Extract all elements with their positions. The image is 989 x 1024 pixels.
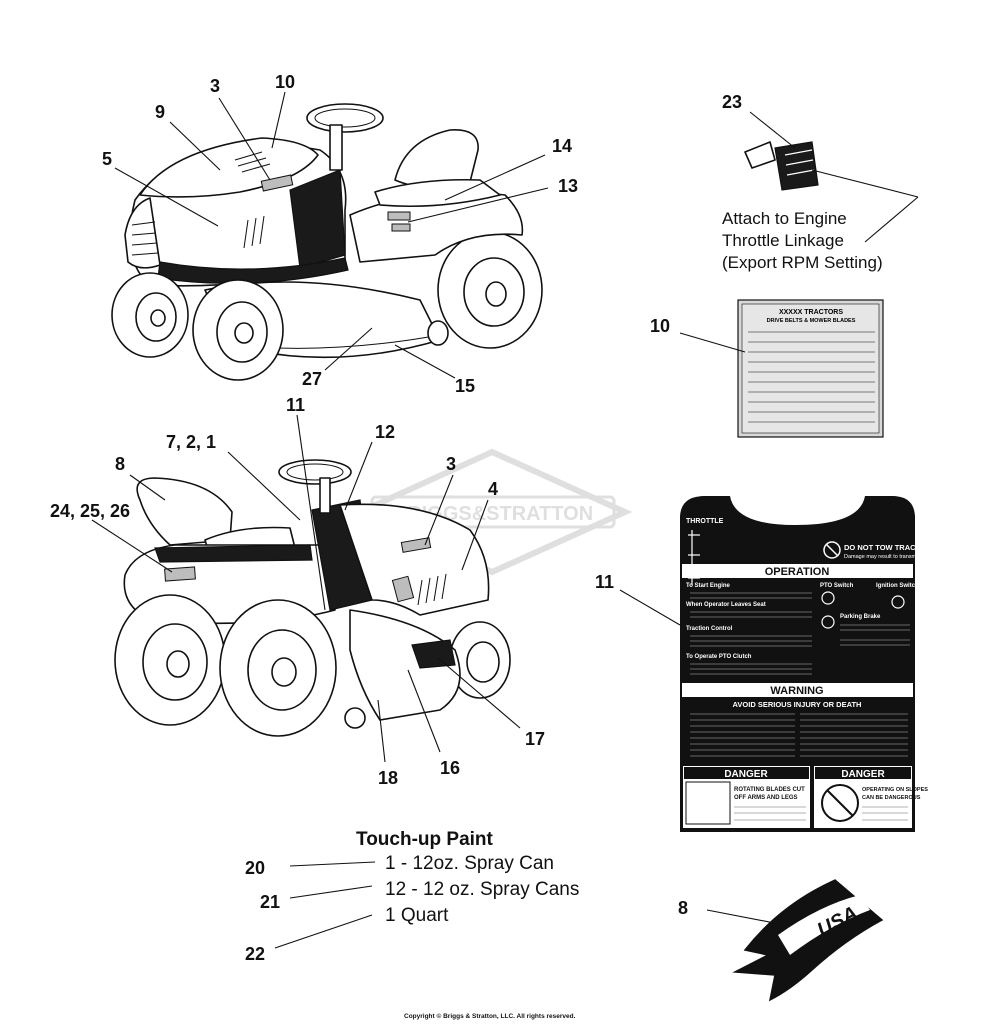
callout-11-tractor: 11 bbox=[286, 395, 305, 415]
callout-17: 17 bbox=[525, 729, 545, 749]
callout-9: 9 bbox=[155, 102, 165, 122]
callout-21: 21 bbox=[260, 892, 280, 912]
belt-decal-title: XXXXX TRACTORS bbox=[779, 309, 843, 316]
callout-16: 16 bbox=[440, 758, 460, 778]
callout-24-25-26: 24, 25, 26 bbox=[50, 501, 130, 521]
tractor-front-view bbox=[111, 103, 543, 381]
danger1-text-1: ROTATING BLADES CUT bbox=[734, 787, 805, 793]
touchup-item-2: 12 - 12 oz. Spray Cans bbox=[385, 879, 580, 900]
parking-brake-label: Parking Brake bbox=[840, 614, 881, 620]
callout-14: 14 bbox=[552, 136, 572, 156]
callout-11-decal: 11 bbox=[595, 572, 614, 592]
ignition-label: Ignition Switch bbox=[876, 583, 919, 589]
avoid-injury-label: AVOID SERIOUS INJURY OR DEATH bbox=[733, 700, 862, 709]
touchup-title: Touch-up Paint bbox=[356, 829, 493, 850]
pto-clutch-label: To Operate PTO Clutch bbox=[686, 654, 752, 660]
pto-switch-label: PTO Switch bbox=[820, 583, 854, 589]
start-engine-label: To Start Engine bbox=[686, 583, 731, 589]
callout-10-decal: 10 bbox=[650, 316, 670, 336]
callout-10-top: 10 bbox=[275, 72, 295, 92]
do-not-tow-subtitle: Damage may result to transmission bbox=[844, 554, 930, 560]
callout-5: 5 bbox=[102, 149, 112, 169]
callout-3-bottom: 3 bbox=[446, 454, 456, 474]
tractor-rear-view bbox=[114, 459, 511, 737]
callout-20: 20 bbox=[245, 858, 265, 878]
callout-15: 15 bbox=[455, 376, 475, 396]
callout-3-top: 3 bbox=[210, 76, 220, 96]
usa-decal: USA bbox=[732, 879, 884, 1002]
callout-8-decal: 8 bbox=[678, 898, 688, 918]
callout-18: 18 bbox=[378, 768, 398, 788]
danger2-text-1: OPERATING ON SLOPES bbox=[862, 787, 928, 793]
callout-13: 13 bbox=[558, 176, 578, 196]
callout-22: 22 bbox=[245, 944, 265, 964]
warning-label: WARNING bbox=[770, 685, 823, 697]
do-not-tow-label: DO NOT TOW TRACTOR! bbox=[844, 543, 934, 552]
callout-4: 4 bbox=[488, 479, 498, 499]
callout-23: 23 bbox=[722, 92, 742, 112]
callout-numbers: 3 10 9 5 14 13 27 15 11 12 7, 2, 1 3 8 4… bbox=[50, 72, 742, 964]
operation-label: OPERATION bbox=[765, 566, 830, 578]
danger2-text-2: CAN BE DANGEROUS bbox=[862, 795, 921, 801]
danger1-text-2: OFF ARMS AND LEGS bbox=[734, 795, 798, 801]
copyright: Copyright © Briggs & Stratton, LLC. All … bbox=[404, 1013, 576, 1020]
callout-8-tractor: 8 bbox=[115, 454, 125, 474]
leader-lines bbox=[91, 91, 919, 949]
throttle-clip-part bbox=[744, 141, 819, 191]
belt-decal-subtitle: DRIVE BELTS & MOWER BLADES bbox=[767, 318, 856, 324]
callout-27: 27 bbox=[302, 369, 322, 389]
throttle-label: THROTTLE bbox=[686, 518, 724, 525]
operation-decal: THROTTLE DO NOT TOW TRACTOR! Damage may … bbox=[680, 496, 934, 832]
callout-7-2-1: 7, 2, 1 bbox=[166, 432, 216, 452]
danger-label-1: DANGER bbox=[724, 769, 768, 780]
touchup-item-3: 1 Quart bbox=[385, 905, 449, 926]
throttle-note-line-2: Throttle Linkage bbox=[722, 231, 844, 250]
throttle-note-line-3: (Export RPM Setting) bbox=[722, 253, 883, 272]
traction-label: Traction Control bbox=[686, 626, 733, 632]
throttle-note-line-1: Attach to Engine bbox=[722, 209, 847, 228]
callout-12: 12 bbox=[375, 422, 395, 442]
belt-decal: XXXXX TRACTORS DRIVE BELTS & MOWER BLADE… bbox=[737, 299, 884, 438]
operator-leaves-label: When Operator Leaves Seat bbox=[686, 602, 766, 608]
danger-label-2: DANGER bbox=[841, 769, 885, 780]
touchup-item-1: 1 - 12oz. Spray Can bbox=[385, 853, 554, 874]
